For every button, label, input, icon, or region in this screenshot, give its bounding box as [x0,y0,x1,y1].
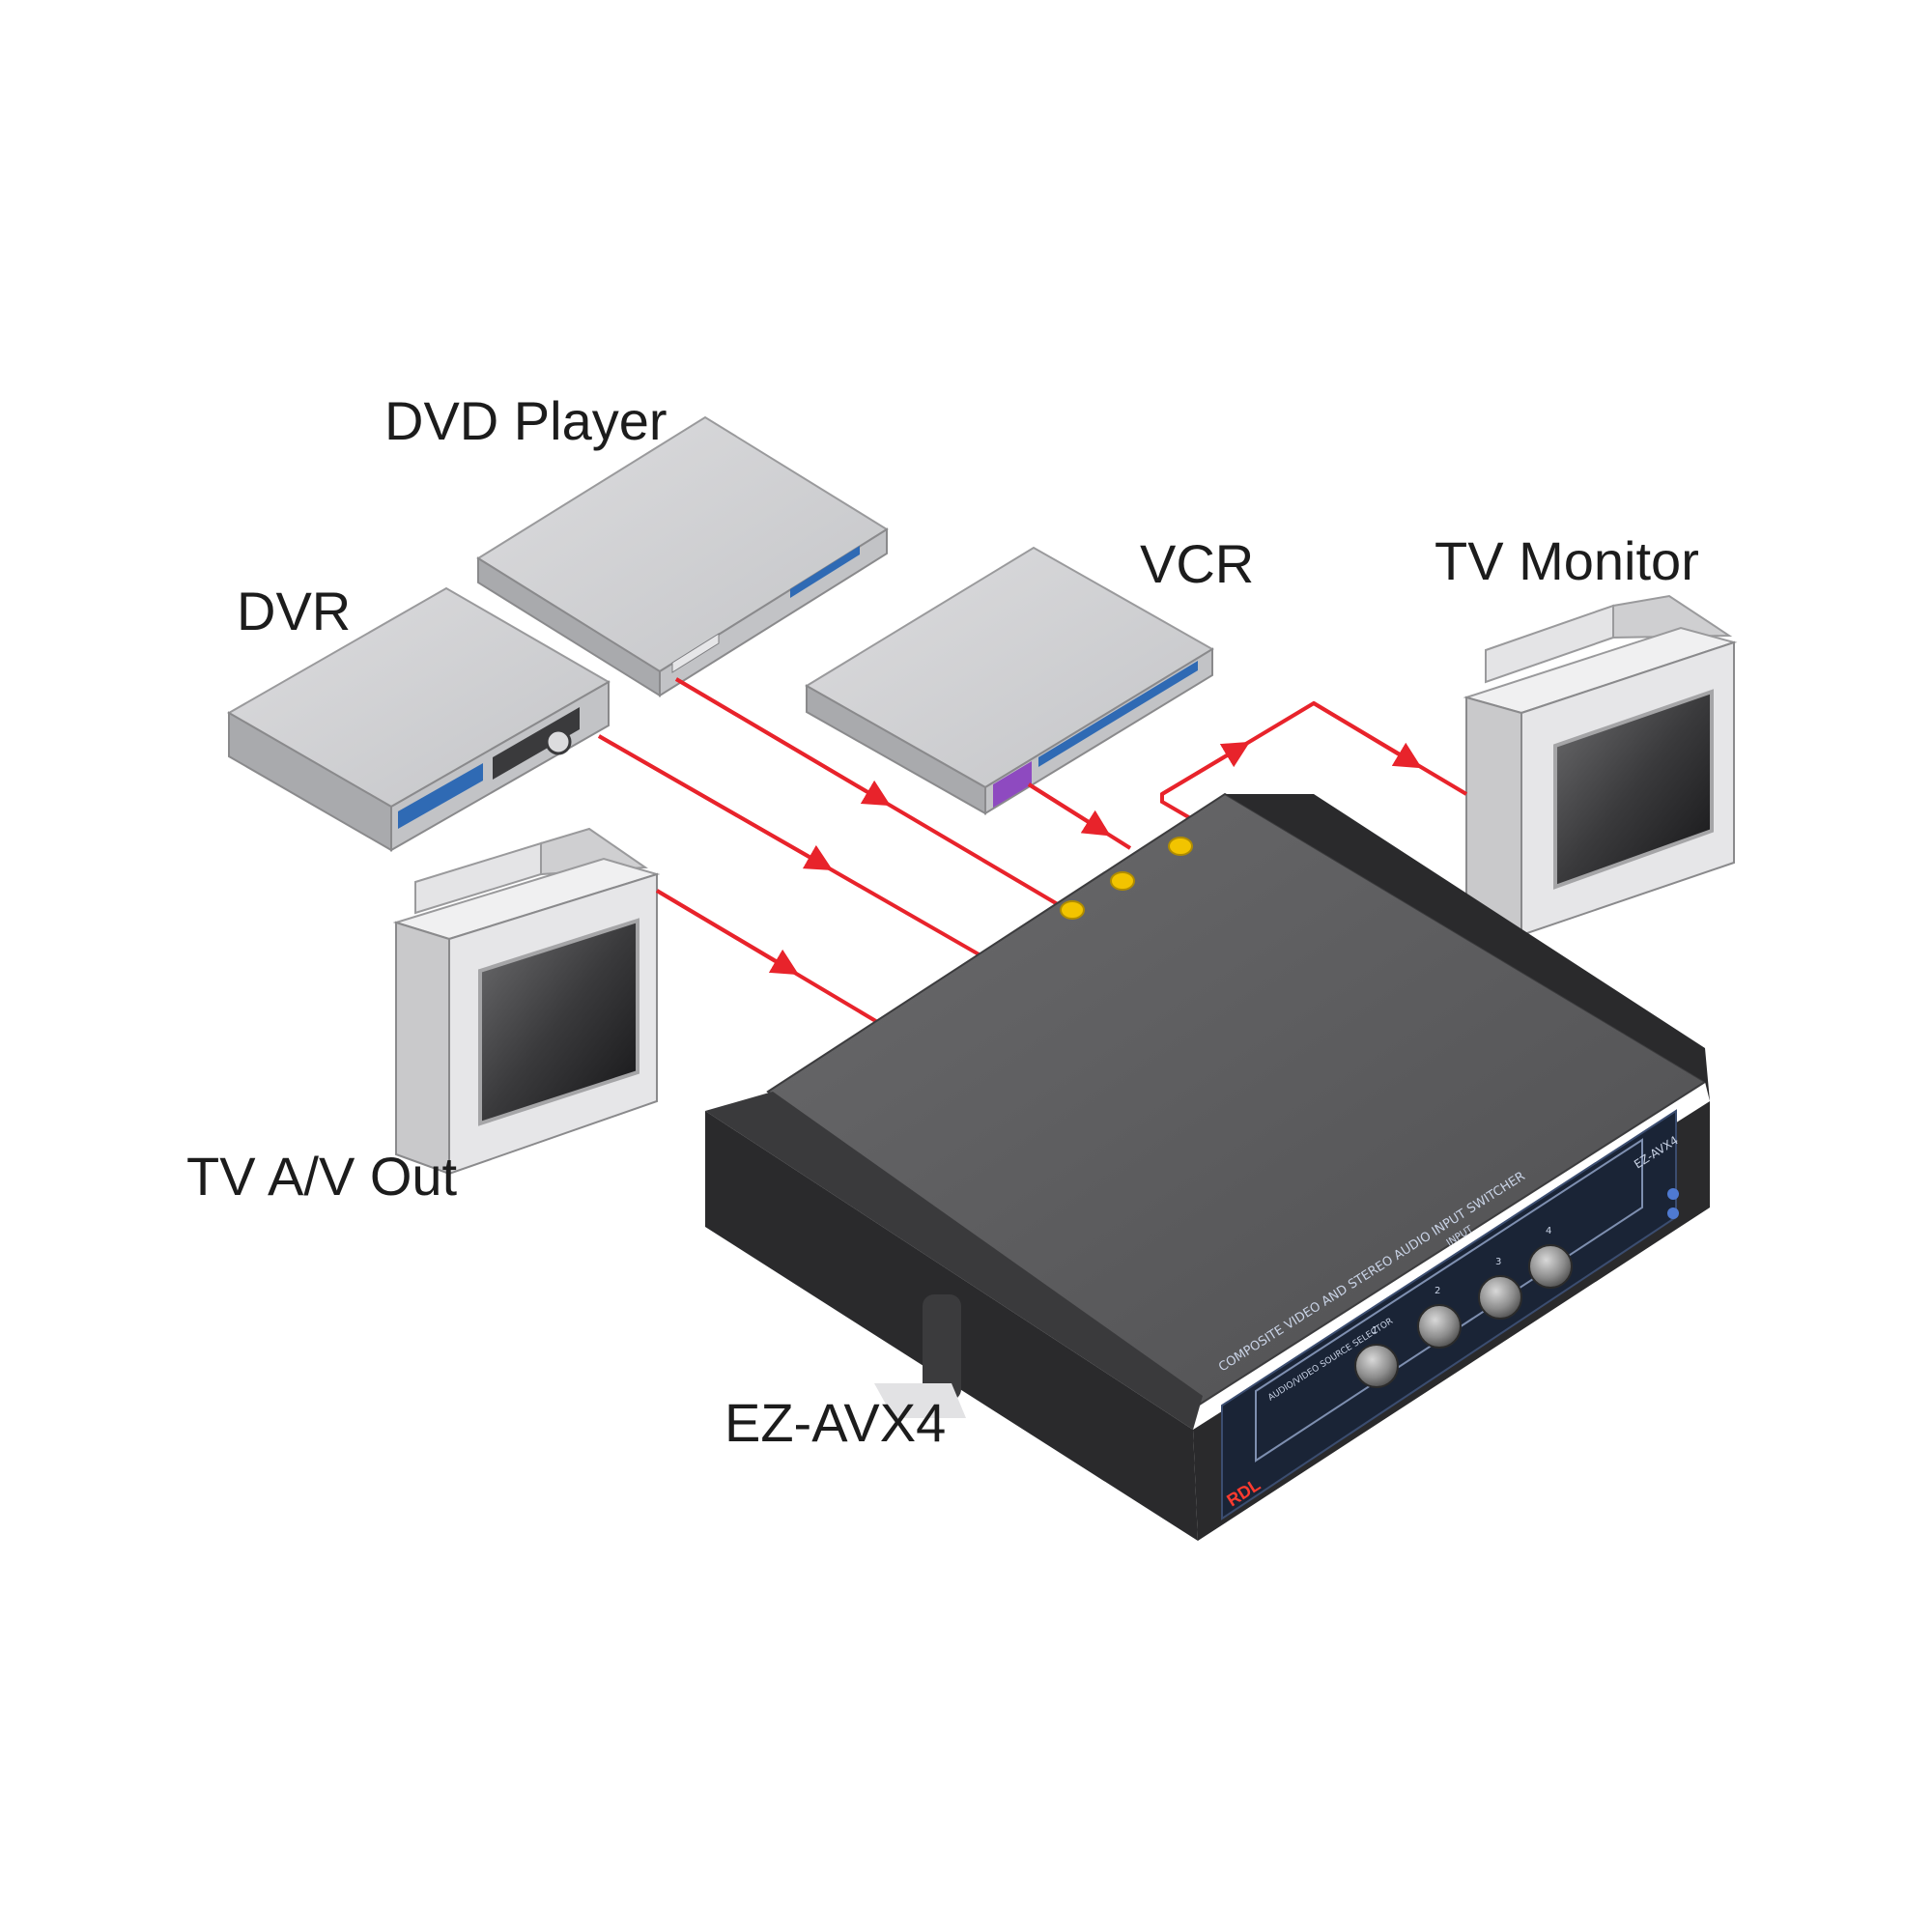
label-tv-monitor: TV Monitor [1435,530,1699,591]
cable-dvr-arrow [598,734,834,870]
label-ez-avx4: EZ-AVX4 [724,1392,946,1453]
status-led-1 [1667,1188,1679,1200]
tv-monitor-device [1463,594,1738,937]
selector-button-1-label: 1 [1372,1325,1378,1336]
label-dvd-player: DVD Player [384,390,668,451]
selector-button-3[interactable]: 3 [1478,1257,1522,1320]
label-tv-av-out: TV A/V Out [186,1146,458,1207]
dvd-player-device [476,415,889,697]
vcr-device [805,546,1214,815]
cable-switcher-out-arrow-1 [1160,741,1251,796]
selector-button-2[interactable]: 2 [1417,1286,1462,1349]
cable-vcr-arrow [1027,782,1111,837]
cable-group [598,677,1468,1028]
selector-button-4-label: 4 [1546,1226,1551,1236]
selector-button-4[interactable]: 4 [1528,1226,1573,1289]
label-vcr: VCR [1140,533,1254,594]
cable-dvd-arrow [674,677,892,807]
cable-switcher-out-arrow-2 [1312,701,1423,769]
cable-tv-av-out-arrow [655,889,800,976]
dvr-device [226,586,611,852]
label-dvr: DVR [237,581,351,641]
selector-button-2-label: 2 [1435,1286,1440,1296]
tv-av-out-device [392,827,661,1176]
selector-button-1[interactable]: 1 [1354,1325,1399,1388]
status-led-2 [1667,1208,1679,1219]
rca-connectors [1060,837,1193,920]
ez-avx4-switcher: COMPOSITE VIDEO AND STEREO AUDIO INPUT S… [705,792,1710,1541]
selector-button-3-label: 3 [1495,1257,1501,1267]
